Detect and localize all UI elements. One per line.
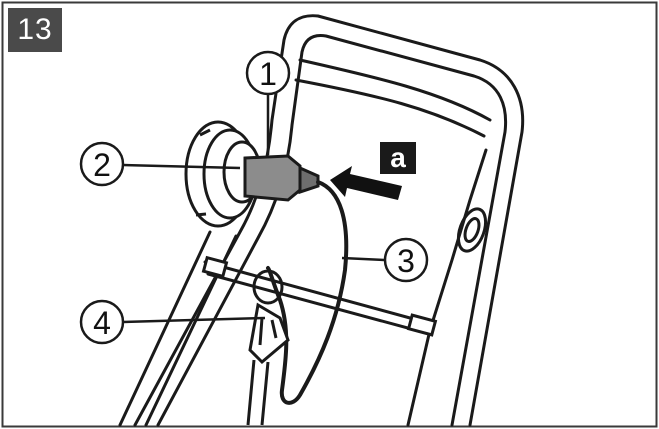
svg-text:3: 3 (397, 243, 415, 279)
callout-4: 4 (79, 299, 125, 345)
svg-text:1: 1 (259, 56, 277, 92)
leader-lines (121, 95, 386, 324)
power-cable (266, 180, 349, 405)
side-knob (456, 207, 488, 253)
step-number-badge: 13 (8, 8, 62, 52)
mains-plug (243, 154, 320, 202)
callout-1: 1 (245, 50, 291, 96)
svg-text:4: 4 (93, 305, 111, 341)
cable-clips (201, 255, 438, 337)
inset-label-a: a (380, 142, 416, 174)
callout-3: 3 (383, 237, 429, 283)
cable-hook (246, 269, 290, 426)
insert-direction-arrow (330, 166, 402, 200)
svg-text:2: 2 (93, 147, 111, 183)
callout-2: 2 (79, 141, 125, 187)
